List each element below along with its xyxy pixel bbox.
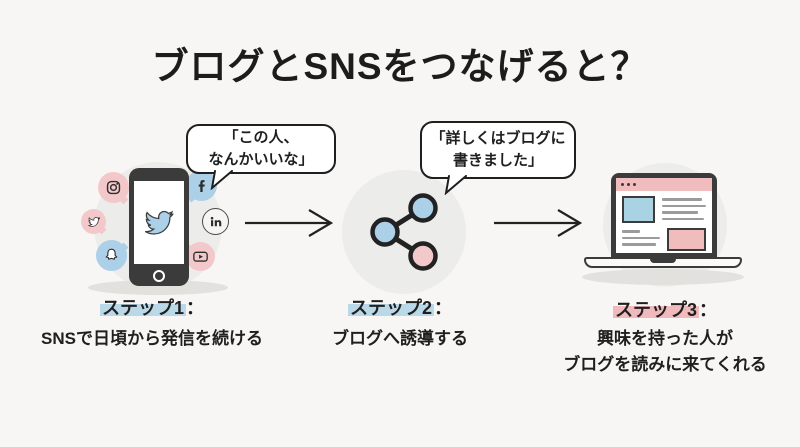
speech-bubble-tail [210, 169, 233, 190]
speech-bubble-step2-line2: 書きました」 [452, 152, 543, 169]
laptop-screen [611, 173, 717, 257]
speech-bubble-step1: 「この人、 なんかいいな」 [186, 124, 336, 190]
youtube-icon [186, 242, 215, 271]
page-title: ブログとSNSをつなげると？ [151, 46, 649, 87]
laptop-blog-illustration [578, 163, 748, 295]
step3-title-highlight: ステップ3 [612, 300, 699, 320]
blog-image-placeholder-blue [622, 196, 655, 223]
laptop-base [584, 257, 742, 268]
speech-bubble-step1-line2: なんかいいな」 [208, 151, 314, 168]
step1-label: ステップ1： SNSで日頃から発信を続ける [20, 294, 284, 352]
arrow-right-icon [494, 209, 583, 237]
step1-title-colon: ： [186, 298, 204, 318]
step1-title: ステップ1： [20, 294, 284, 320]
speech-bubble-tail [444, 174, 467, 195]
speech-bubble-step1-line1: 「この人、 [223, 129, 299, 147]
twitter-icon [81, 209, 106, 234]
blog-image-placeholder-pink [667, 228, 706, 251]
blog-text-lines [622, 228, 660, 251]
share-icon [370, 193, 438, 271]
step2-title-highlight: ステップ2 [347, 298, 434, 318]
smartphone-sns-illustration [76, 156, 238, 302]
step2-description: ブログへ誘導する [332, 329, 468, 348]
smartphone-icon [129, 168, 189, 286]
step3-description-line1: 興味を持った人が [597, 329, 733, 348]
illustration-shadow [582, 269, 744, 285]
twitter-bird-icon [144, 210, 174, 235]
blog-page-body [616, 191, 712, 253]
browser-bar [616, 178, 712, 191]
step2-label: ステップ2： ブログへ誘導する [314, 294, 486, 352]
step2-title-colon: ： [434, 298, 452, 318]
step1-description: SNSで日頃から発信を続ける [41, 329, 263, 348]
speech-bubble-step2: 「詳しくはブログに 書きました」 [420, 121, 576, 195]
linkedin-icon [202, 208, 229, 235]
step3-label: ステップ3： 興味を持った人が ブログを読みに来てくれる [536, 296, 794, 377]
blog-text-lines [662, 196, 706, 223]
step3-description-line2: ブログを読みに来てくれる [563, 354, 767, 374]
blog-page [616, 178, 712, 253]
illustration-shadow [88, 280, 228, 295]
speech-bubble-step2-line1: 「詳しくはブログに [430, 130, 566, 148]
step2-title: ステップ2： [314, 294, 486, 320]
step3-title: ステップ3： [536, 296, 794, 322]
step1-title-highlight: ステップ1 [99, 298, 186, 318]
instagram-icon [98, 172, 129, 203]
smartphone-screen [134, 181, 184, 264]
smartphone-home-button [153, 270, 165, 282]
arrow-right-icon [245, 209, 334, 237]
snapchat-icon [96, 240, 127, 271]
step3-title-colon: ： [699, 300, 717, 320]
